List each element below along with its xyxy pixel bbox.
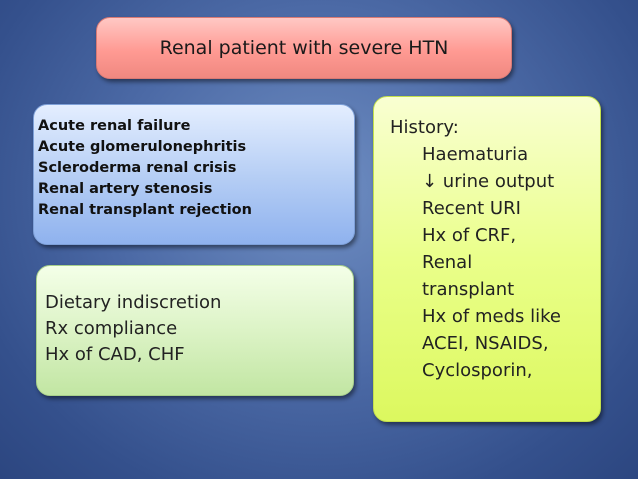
history-item: ↓ urine output bbox=[422, 171, 555, 192]
title-box: Renal patient with severe HTN bbox=[96, 17, 512, 79]
history-item: Hx of meds like bbox=[422, 306, 561, 327]
precipitant-item: Dietary indiscretion bbox=[45, 292, 222, 313]
precipitants-box: Dietary indiscretion Rx compliance Hx of… bbox=[36, 265, 354, 396]
history-item: transplant bbox=[422, 279, 515, 300]
cause-item: Renal artery stenosis bbox=[38, 181, 213, 197]
cause-item: Renal transplant rejection bbox=[38, 202, 252, 218]
history-heading: History: bbox=[390, 117, 459, 138]
causes-box: Acute renal failure Acute glomerulonephr… bbox=[33, 104, 355, 245]
diagram-title: Renal patient with severe HTN bbox=[159, 37, 449, 59]
cause-item: Acute renal failure bbox=[38, 118, 191, 134]
history-item: ACEI, NSAIDS, bbox=[422, 333, 549, 354]
history-box: History: Haematuria ↓ urine output Recen… bbox=[373, 96, 601, 422]
precipitant-item: Hx of CAD, CHF bbox=[45, 344, 185, 365]
history-item: Renal bbox=[422, 252, 473, 273]
history-item: Recent URI bbox=[422, 198, 521, 219]
history-item: Hx of CRF, bbox=[422, 225, 517, 246]
precipitant-item: Rx compliance bbox=[45, 318, 178, 339]
cause-item: Acute glomerulonephritis bbox=[38, 139, 247, 155]
history-item: Cyclosporin, bbox=[422, 360, 533, 381]
history-item: Haematuria bbox=[422, 144, 529, 165]
cause-item: Scleroderma renal crisis bbox=[38, 160, 237, 176]
